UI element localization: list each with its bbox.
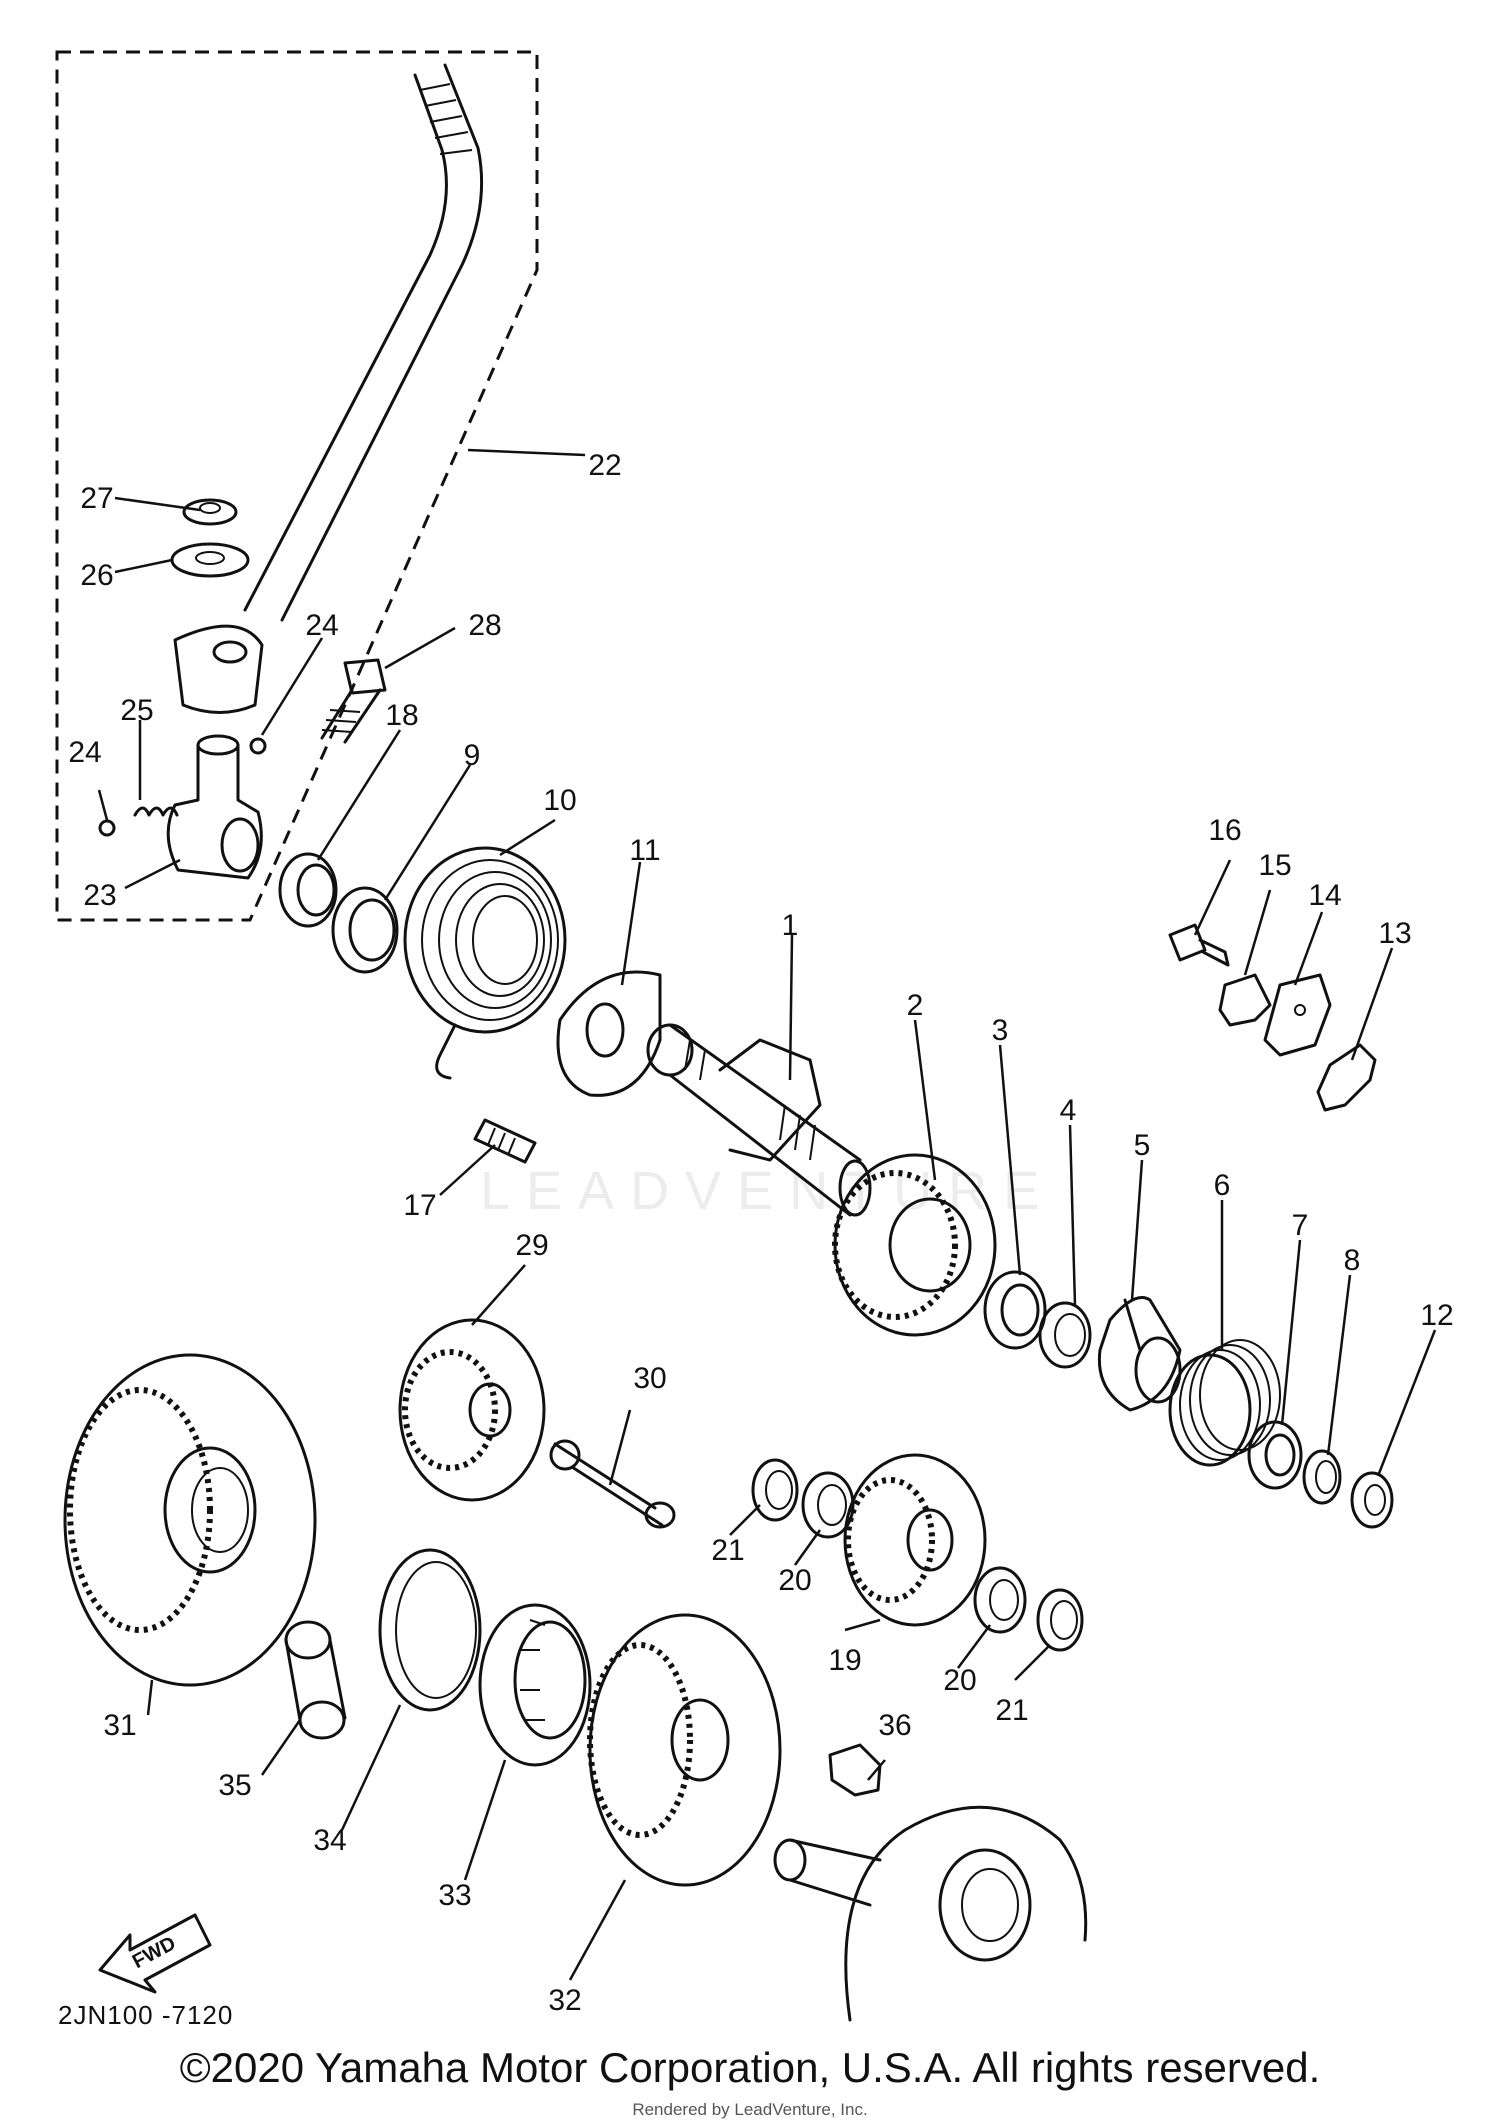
- kick-crank-assembly-outline: [55, 50, 539, 922]
- label-17: 17: [403, 1189, 436, 1222]
- part-2-kick-gear: [832, 1153, 997, 1337]
- part-21-circlip-lower: [1036, 1588, 1084, 1652]
- label-5: 5: [1134, 1129, 1151, 1162]
- part-25-spring: [133, 806, 179, 817]
- part-24-ball-upper: [249, 737, 267, 755]
- part-labels: 1 2 3 4 5 6 7 8 9 10 11 12 13 14 15 16 1…: [68, 449, 1453, 2017]
- label-22: 22: [588, 449, 621, 482]
- label-15: 15: [1258, 849, 1291, 882]
- label-21-lower: 21: [995, 1694, 1028, 1727]
- label-36: 36: [878, 1709, 911, 1742]
- part-14-plate: [1263, 973, 1332, 1057]
- part-8-circlip: [1302, 1449, 1342, 1505]
- rendered-by-credit: Rendered by LeadVenture, Inc.: [632, 2100, 868, 2119]
- kick-crank-lever: [173, 63, 484, 714]
- label-12: 12: [1420, 1299, 1453, 1332]
- label-13: 13: [1378, 917, 1411, 950]
- part-9-circlip: [331, 886, 399, 974]
- label-8: 8: [1344, 1244, 1361, 1277]
- label-25: 25: [120, 694, 153, 727]
- part-26-washer: [170, 542, 250, 578]
- label-18: 18: [385, 699, 418, 732]
- label-19: 19: [828, 1644, 861, 1677]
- label-30: 30: [633, 1362, 666, 1395]
- part-18-oil-seal: [278, 852, 338, 928]
- label-34: 34: [313, 1824, 346, 1857]
- label-4: 4: [1060, 1094, 1077, 1127]
- label-23: 23: [83, 879, 116, 912]
- part-17-pin: [473, 1118, 537, 1164]
- part-36-key: [828, 1743, 882, 1797]
- part-30-shaft: [549, 1439, 676, 1529]
- label-11: 11: [629, 834, 660, 867]
- label-1: 1: [782, 909, 799, 942]
- part-23-kick-boss: [166, 734, 263, 880]
- label-33: 33: [438, 1879, 471, 1912]
- part-16-bolt: [1168, 923, 1230, 967]
- part-10-torsion-spring: [403, 846, 567, 1080]
- part-20-washer-lower: [973, 1566, 1027, 1634]
- label-10: 10: [543, 784, 576, 817]
- label-28: 28: [468, 609, 501, 642]
- label-20-upper: 20: [778, 1564, 811, 1597]
- label-35: 35: [218, 1769, 251, 1802]
- part-21-circlip-upper: [751, 1458, 799, 1522]
- label-31: 31: [103, 1709, 136, 1742]
- part-29-idler-gear: [398, 1318, 546, 1502]
- label-26: 26: [80, 559, 113, 592]
- part-19-idler-gear: [843, 1453, 987, 1627]
- leader-lines: [97, 448, 1437, 1981]
- label-6: 6: [1214, 1169, 1231, 1202]
- label-3: 3: [992, 1014, 1009, 1047]
- part-28-bolt: [320, 658, 387, 744]
- label-29: 29: [515, 1229, 548, 1262]
- label-7: 7: [1292, 1209, 1309, 1242]
- label-20-lower: 20: [943, 1664, 976, 1697]
- catalog-code: 2JN100 -7120: [58, 2000, 234, 2030]
- label-24-upper: 24: [305, 609, 338, 642]
- copyright-notice: ©2020 Yamaha Motor Corporation, U.S.A. A…: [179, 2044, 1321, 2091]
- part-32-clutch-gear: [587, 1613, 782, 1887]
- part-11-washer-plate: [556, 970, 662, 1097]
- label-32: 32: [548, 1984, 581, 2017]
- part-15-clip: [1218, 973, 1272, 1027]
- label-24-lower: 24: [68, 736, 101, 769]
- forward-direction-arrow: FWD: [98, 1913, 212, 1994]
- part-13-guide: [1316, 1043, 1377, 1112]
- label-2: 2: [907, 989, 924, 1022]
- part-12-washer: [1350, 1471, 1394, 1529]
- part-3-washer: [983, 1270, 1047, 1350]
- part-35-bushing: [284, 1620, 347, 1740]
- part-33-one-way-clutch: [478, 1603, 592, 1767]
- label-14: 14: [1308, 879, 1341, 912]
- label-16: 16: [1208, 814, 1241, 847]
- part-7-washer: [1247, 1420, 1303, 1490]
- label-27: 27: [80, 482, 113, 515]
- part-34-circlip: [378, 1548, 482, 1712]
- part-24-ball-lower: [98, 819, 116, 837]
- label-9: 9: [464, 739, 481, 772]
- part-4-circlip: [1038, 1301, 1092, 1369]
- part-1-kick-axle: [646, 1023, 872, 1217]
- crankshaft-section: [773, 1805, 1088, 2022]
- part-27-nut: [182, 498, 238, 526]
- part-5-ratchet-wheel: [1097, 1296, 1182, 1412]
- part-20-washer-upper: [801, 1471, 855, 1539]
- part-6-spring: [1168, 1339, 1281, 1467]
- part-31-primary-driven-gear: [63, 1353, 317, 1687]
- label-21-upper: 21: [711, 1534, 744, 1567]
